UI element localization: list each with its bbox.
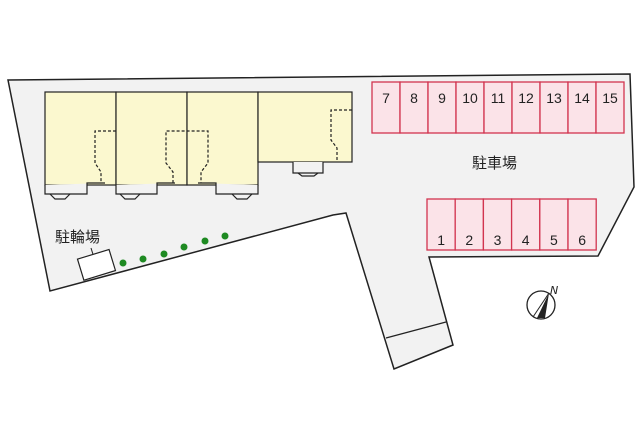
parking-space	[454, 198, 485, 251]
tree-row	[119, 232, 229, 267]
bicycle-parking-label: 駐輪場	[55, 228, 100, 246]
parking-row-bottom: 1 2 3 4 5 6	[426, 198, 597, 251]
parking-space-number: 1	[437, 232, 445, 248]
parking-space	[483, 81, 513, 134]
parking-space-number: 6	[578, 232, 586, 248]
parking-space-number: 5	[550, 232, 558, 248]
parking-space-number: 11	[491, 90, 506, 106]
unit-3	[186, 91, 259, 186]
parking-space	[567, 198, 597, 251]
parking-label: 駐車場	[472, 154, 517, 172]
tree-icon	[139, 255, 147, 263]
north-label: N	[550, 284, 558, 297]
tree-icon	[160, 250, 168, 258]
parking-space	[455, 81, 485, 134]
parking-space	[426, 198, 456, 251]
tree-icon	[119, 259, 127, 267]
unit-4	[257, 91, 353, 163]
parking-space-number: 12	[518, 90, 534, 106]
parking-space	[371, 81, 401, 134]
tree-icon	[180, 243, 188, 251]
unit-1	[44, 91, 117, 186]
stairs-dashed	[94, 109, 352, 183]
building	[44, 91, 353, 186]
parking-space	[539, 81, 569, 134]
parking-space	[427, 81, 457, 134]
parking-space-number: 13	[546, 90, 562, 106]
parking-space-number: 8	[410, 90, 418, 106]
parking-space-number: 3	[494, 232, 502, 248]
parking-space-number: 15	[602, 90, 618, 106]
parking-space-number: 7	[382, 90, 390, 106]
parking-space	[595, 81, 625, 134]
parking-space-number: 10	[462, 90, 478, 106]
parking-space-number: 9	[438, 90, 446, 106]
driveway-line	[385, 321, 447, 339]
parking-space	[482, 198, 513, 251]
unit-2	[115, 91, 188, 186]
tree-icon	[201, 237, 209, 245]
parking-space-number: 2	[465, 232, 473, 248]
tree-icon	[221, 232, 229, 240]
porches	[44, 162, 324, 200]
north-compass-icon: N	[526, 284, 558, 320]
parking-space-number: 14	[574, 90, 590, 106]
parking-row-top: 7 8 9 10 11 12 13 14 15	[371, 81, 625, 134]
bicycle-shed	[76, 248, 117, 281]
parking-space-number: 4	[522, 232, 530, 248]
